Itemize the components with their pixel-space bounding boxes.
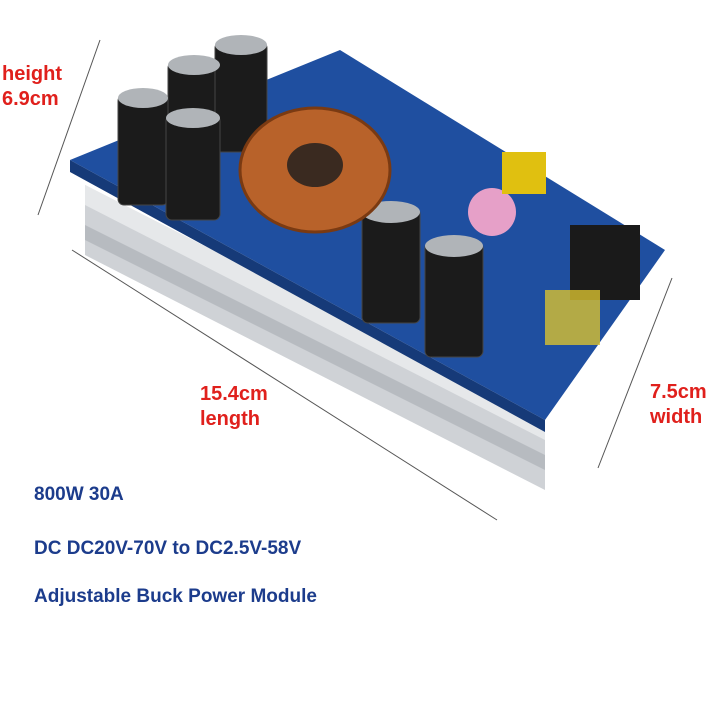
- height-value: 6.9cm: [2, 88, 59, 110]
- length-dimension-line: [71, 249, 498, 521]
- transformer: [502, 152, 546, 194]
- width-dimension-line: [597, 277, 673, 469]
- height-dimension-line: [37, 39, 101, 216]
- fuse: [545, 290, 600, 345]
- terminal-block: [570, 225, 640, 300]
- spec-power: 800W 30A: [34, 484, 124, 505]
- width-label-text: width: [650, 406, 703, 428]
- capacitor-pink: [468, 188, 516, 236]
- length-label: 15.4cm length: [200, 382, 268, 432]
- width-label: 7.5cm width: [650, 380, 707, 430]
- spec-description: Adjustable Buck Power Module: [34, 586, 317, 607]
- length-value: 15.4cm: [200, 383, 268, 405]
- height-label-text: height: [2, 63, 62, 85]
- length-label-text: length: [200, 408, 260, 430]
- spec-voltage: DC DC20V-70V to DC2.5V-58V: [34, 538, 302, 559]
- height-label: height 6.9cm: [2, 62, 62, 112]
- width-value: 7.5cm: [650, 381, 707, 403]
